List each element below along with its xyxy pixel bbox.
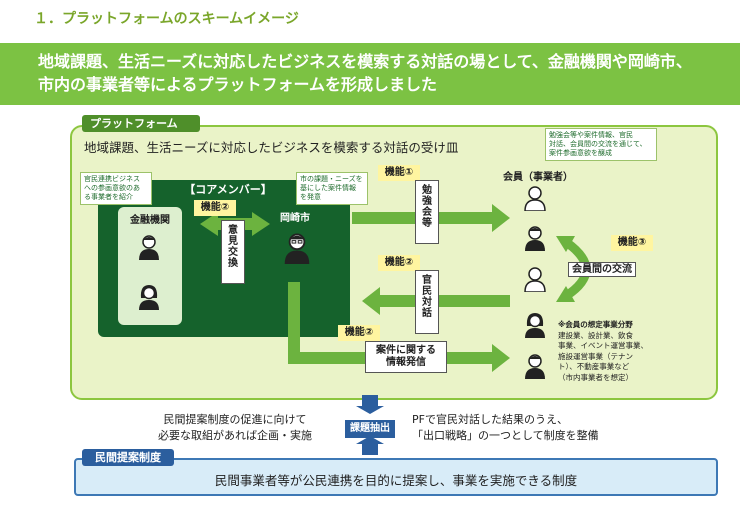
study-group-char: 強 xyxy=(422,196,432,207)
study-group-box: 勉 強 会 等 xyxy=(415,180,439,244)
business-fields-line: ト）、不動産事業など xyxy=(558,362,630,371)
headline-text: 地域課題、生活ニーズに対応したビジネスを模索する対話の場として、金融機関や岡崎市… xyxy=(38,50,728,96)
bottom-right-text: PFで官民対話した結果のうえ、 「出口戦略」の一つとして制度を整備 xyxy=(412,412,612,444)
member-person-icon xyxy=(524,186,546,211)
note-finance-line: 官民連携ビジネス xyxy=(84,175,140,183)
note-member-line: 勉強会等や案件情報、官民 xyxy=(549,131,633,139)
bottom-left-line: 民間提案制度の促進に向けて xyxy=(163,413,307,426)
headline-line-2: 市内の事業者等によるプラットフォームを形成しました xyxy=(38,75,438,94)
city-person-icon xyxy=(284,233,310,264)
feature-1-label: 機能① xyxy=(378,165,420,181)
note-finance-line: る事業者を紹介 xyxy=(84,193,133,201)
arrow-extract-up xyxy=(356,395,384,414)
study-group-char: 勉 xyxy=(422,185,432,196)
project-info-line: 案件に関する xyxy=(376,345,436,356)
exchange-opinion-char: 意 xyxy=(228,225,238,236)
member-person-icon xyxy=(525,354,545,379)
business-fields-line: 建設業、設計業、飲食 xyxy=(558,330,633,340)
bottom-left-text: 民間提案制度の促進に向けて 必要な取組があれば企画・実施 xyxy=(118,412,352,444)
project-info-box: 案件に関する 情報発信 xyxy=(365,341,447,373)
project-info-line: 情報発信 xyxy=(386,357,426,368)
member-person-icon xyxy=(524,267,546,292)
note-city-line: 基にした案件情報 xyxy=(300,184,356,192)
arrow-member-exchange-head xyxy=(556,236,575,252)
core-member-label: 【コアメンバー】 xyxy=(184,183,272,196)
exchange-opinion-box: 意 見 交 換 xyxy=(221,220,245,284)
city-label: 岡崎市 xyxy=(280,213,310,224)
exchange-opinion-char: 見 xyxy=(228,236,238,247)
member-person-icon xyxy=(525,313,545,338)
note-member: 勉強会等や案件情報、官民 対話、会員間の交流を通じて、 案件参画意欲を醸成 xyxy=(545,128,657,161)
dialogue-char: 官 xyxy=(422,275,432,286)
dialogue-char: 民 xyxy=(422,286,432,297)
finance-person-female-icon xyxy=(139,285,159,310)
finance-label: 金融機関 xyxy=(130,215,170,226)
exchange-opinion-char: 換 xyxy=(228,258,238,269)
feature-2-label: 機能② xyxy=(338,325,380,341)
business-fields-line: （市内事業者を想定） xyxy=(558,372,633,382)
business-fields-line: 事業、イベント運営事業、 xyxy=(558,341,648,350)
feature-3-label: 機能③ xyxy=(611,235,653,251)
minkan-tab: 民間提案制度 xyxy=(82,449,174,466)
extract-label: 課題抽出 xyxy=(345,420,395,438)
feature-2-label: 機能② xyxy=(378,255,420,271)
exchange-opinion-char: 交 xyxy=(228,247,238,258)
note-city-line: 市の課題・ニーズを xyxy=(300,175,363,183)
bottom-right-line: 「出口戦略」の一つとして制度を整備 xyxy=(412,429,599,442)
dialogue-box: 官 民 対 話 xyxy=(415,270,439,334)
business-fields-line: 施設運営事業（テナン xyxy=(558,351,633,361)
arrow-member-exchange-tail xyxy=(556,286,575,302)
business-fields: ※会員の想定事業分野 建設業、設計業、飲食 事業、イベント運営事業、 施設運営事… xyxy=(558,320,686,383)
note-member-line: 対話、会員間の交流を通じて、 xyxy=(549,140,647,148)
member-title: 会員（事業者） xyxy=(503,172,573,183)
headline-banner xyxy=(0,43,740,105)
note-city-line: を発意 xyxy=(300,193,321,201)
platform-tab: プラットフォーム xyxy=(82,115,200,132)
bottom-right-line: PFで官民対話した結果のうえ、 xyxy=(412,413,568,426)
study-group-char: 等 xyxy=(422,218,432,229)
bottom-left-line: 必要な取組があれば企画・実施 xyxy=(158,429,312,442)
headline-line-1: 地域課題、生活ニーズに対応したビジネスを模索する対話の場として、金融機関や岡崎市… xyxy=(38,52,692,71)
slide-title: １．プラットフォームのスキームイメージ xyxy=(34,11,299,27)
platform-heading: 地域課題、生活ニーズに対応したビジネスを模索する対話の受け皿 xyxy=(84,140,459,155)
business-fields-title: ※会員の想定事業分野 xyxy=(558,320,633,329)
dialogue-char: 対 xyxy=(422,297,432,308)
member-exchange-box: 会員間の交流 xyxy=(568,262,636,277)
dialogue-char: 話 xyxy=(422,308,432,319)
finance-person-male-icon xyxy=(139,235,159,260)
note-finance-line: への参画意欲のあ xyxy=(84,184,140,192)
note-finance: 官民連携ビジネス への参画意欲のあ る事業者を紹介 xyxy=(80,172,152,205)
feature-2-label: 機能② xyxy=(194,200,236,216)
minkan-panel xyxy=(74,458,718,496)
member-person-icon xyxy=(525,226,545,251)
arrow-extract-down xyxy=(356,436,384,455)
note-member-line: 案件参画意欲を醸成 xyxy=(549,149,612,157)
study-group-char: 会 xyxy=(422,207,432,218)
note-city: 市の課題・ニーズを 基にした案件情報 を発意 xyxy=(296,172,368,205)
minkan-text: 民間事業者等が公民連携を目的に提案し、事業を実施できる制度 xyxy=(214,473,578,488)
